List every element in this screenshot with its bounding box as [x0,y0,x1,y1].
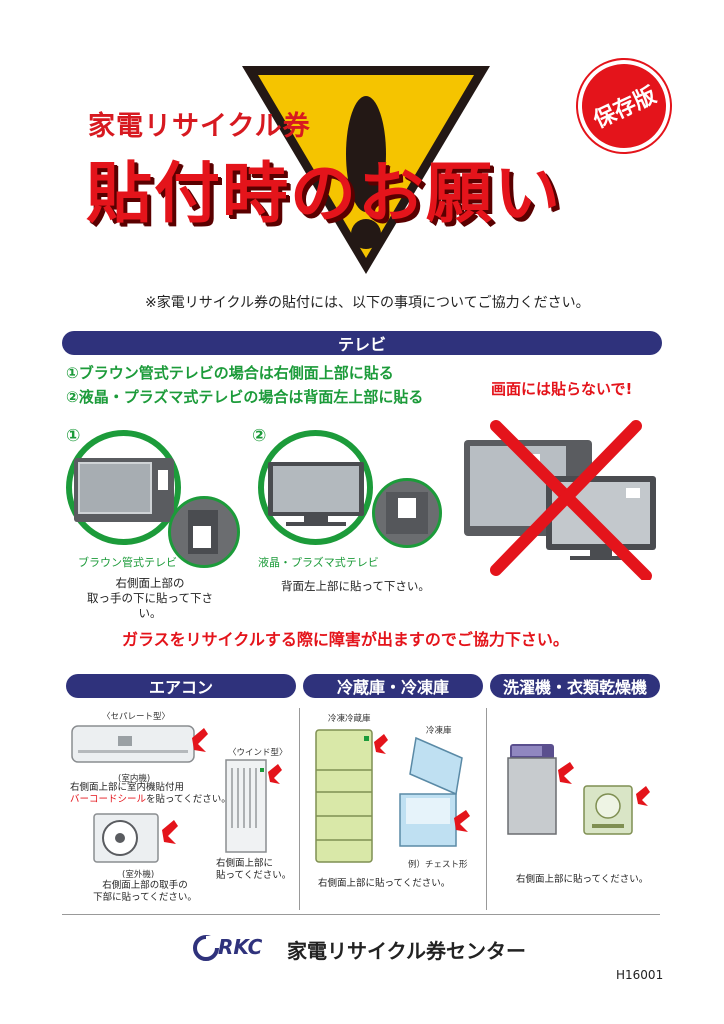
page-title: 貼付時のお願い [86,155,562,232]
number-1-label: ① [66,426,81,446]
rkc-logo-text: RKC [218,935,263,959]
freezer-label: 冷凍庫 [426,726,452,736]
window-unit-caption: 右側面上部に 貼ってください。 [216,858,292,881]
keep-badge: 保存版 [562,44,686,168]
barcode-seal-text: バーコードシール [70,794,147,805]
intro-note: ※家電リサイクル券の貼付には、以下の事項についてご協力ください。 [145,295,590,311]
outdoor-unit-caption: 右側面上部の取手の 下部に貼ってください。 [93,880,197,903]
crt-tv-icon [74,458,174,522]
org-name: 家電リサイクル券センター [287,939,526,963]
indoor-caption-end: を貼ってください。 [146,794,231,805]
fridge-icon [315,729,388,863]
fridge-label: 冷凍冷蔵庫 [328,714,371,724]
lcd-label-detail-icon [386,492,428,534]
chest-type-label: 例）チェスト形 [408,860,468,870]
fridge-section-bar: 冷蔵庫・冷凍庫 [303,674,483,698]
tv-instruction-crt: ①ブラウン管式テレビの場合は右側面上部に貼る [66,364,394,382]
lcd-tv-caption: 背面左上部に貼って下さい。 [281,579,430,593]
indoor-caption-line-2: バーコードシールを貼ってください。 [70,794,231,806]
fridge-caption: 右側面上部に貼ってください。 [318,878,451,889]
crt-tv-caption: 右側面上部の 取っ手の下に貼って下さい。 [87,576,213,620]
washing-machine-icon [507,744,574,835]
column-divider-2 [486,708,487,910]
tv-section-bar: テレビ [62,331,662,355]
tv-instruction-lcd: ②液晶・プラズマ式テレビの場合は背面左上部に貼る [66,388,424,406]
aircon-section-bar: エアコン [66,674,296,698]
indoor-caption-line-1: 右側面上部に室内機貼付用 [70,782,185,793]
footer-divider [62,914,660,915]
indoor-unit-caption: 右側面上部に室内機貼付用 バーコードシールを貼ってください。 [70,782,231,806]
indoor-unit-label: (室内機) [118,774,151,784]
washer-section-bar: 洗濯機・衣類乾燥機 [490,674,660,698]
lcd-tv-icon [268,462,364,526]
crt-label-detail-icon [188,510,218,554]
outdoor-unit-icon [93,813,178,863]
screen-no-sticker-icon [464,420,656,580]
indoor-unit-icon [71,725,208,763]
number-2-label: ② [252,426,267,446]
crt-tv-label: ブラウン管式テレビ [78,556,177,569]
separate-type-label: 〈セパレート型〉 [102,712,171,722]
document-code: H16001 [616,968,664,982]
lcd-tv-label: 液晶・プラズマ式テレビ [258,556,379,569]
washer-caption: 右側面上部に貼ってください。 [516,874,649,885]
clothes-dryer-icon [583,785,650,835]
column-divider-1 [299,708,300,910]
header-subtitle: 家電リサイクル券 [88,111,311,142]
window-type-label: 〈ウインド型〉 [228,748,288,758]
tv-warning: 画面には貼らないで! [491,380,633,398]
rkc-logo-mark-icon [193,935,220,961]
window-unit-icon [225,759,282,853]
warning-triangle-icon [242,66,490,274]
glass-recycling-note: ガラスをリサイクルする際に障害が出ますのでご協力下さい。 [122,630,569,649]
chest-freezer-icon [399,736,470,847]
outdoor-unit-label: (室外機) [122,870,155,880]
